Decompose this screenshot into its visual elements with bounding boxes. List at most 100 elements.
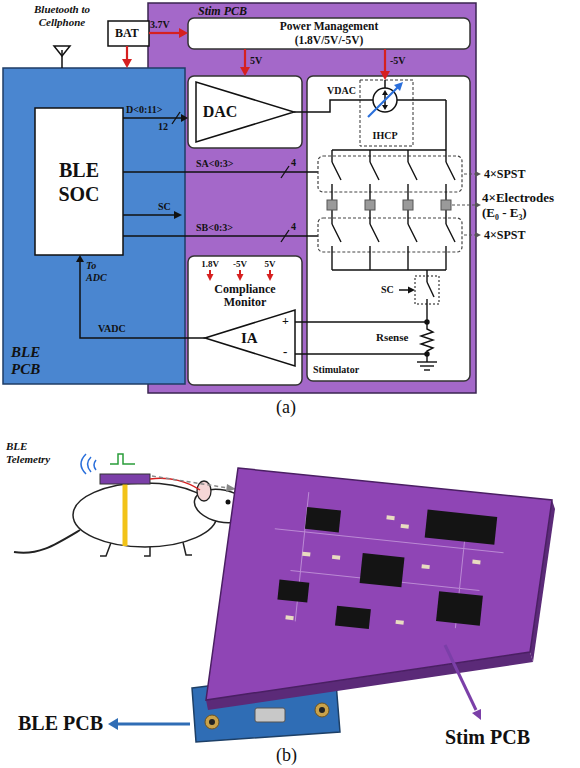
current-source-symbol <box>382 105 388 110</box>
rat-illustration <box>226 500 231 505</box>
supply-arrow <box>207 274 214 281</box>
text-label: 12 <box>158 121 168 133</box>
stim-pcb-board <box>265 489 507 642</box>
stim-pcb-board <box>332 555 340 560</box>
tuning-arrow <box>368 87 398 117</box>
spst-switch <box>332 162 341 180</box>
stim-pcb-board <box>285 615 293 620</box>
spst-switch <box>445 210 446 224</box>
spst-switch <box>332 150 455 270</box>
arrow-head <box>179 28 188 38</box>
spst-switch <box>331 150 332 162</box>
stim-pcb-board <box>360 553 405 587</box>
spinal-lead <box>123 484 128 546</box>
current-source-symbol <box>360 99 373 101</box>
connector-line <box>384 49 386 73</box>
spst-switch <box>369 150 370 162</box>
ble-pcb-board <box>205 715 219 729</box>
spst-switch <box>370 224 379 242</box>
antenna-symbol <box>54 46 70 68</box>
tuning-arrow <box>394 82 403 91</box>
power-arrow <box>122 46 132 68</box>
region-box <box>307 76 470 381</box>
process-box <box>188 76 302 148</box>
wireless-waves <box>81 454 86 474</box>
wireless-waves <box>94 460 96 470</box>
spst-switch <box>407 246 408 270</box>
node-label: Stim PCB <box>198 4 288 18</box>
arrow-head <box>122 59 132 68</box>
connector-line <box>126 46 128 61</box>
spst-switch <box>408 224 417 242</box>
connector-line <box>123 171 307 173</box>
dac-symbol <box>294 111 302 113</box>
switch-group-outline <box>318 156 462 252</box>
control-signal-wire <box>408 287 415 294</box>
process-box: DAC <box>188 76 302 148</box>
supply-arrow <box>267 274 274 281</box>
text-label: To ADC <box>86 260 114 284</box>
sense-circuit <box>295 353 427 354</box>
sense-circuit <box>421 326 433 362</box>
battery-box: BAT <box>108 21 149 46</box>
dac-symbol <box>196 82 302 142</box>
current-source-box <box>360 80 413 146</box>
stim-pcb-board <box>386 515 394 520</box>
node-label: IA <box>241 330 265 347</box>
amplifier-triangle <box>205 310 295 366</box>
spst-switch <box>446 224 455 242</box>
electrode-pad <box>441 200 451 210</box>
spst-switch <box>369 210 370 224</box>
leader-arrow <box>475 202 481 208</box>
electrode-pad <box>327 200 451 210</box>
sense-circuit <box>427 282 434 297</box>
wireless-waves <box>88 457 92 472</box>
pulse-waveform <box>110 454 135 464</box>
stim-pcb-board <box>302 552 310 557</box>
control-signal-wire <box>174 211 182 219</box>
telemetry-device <box>100 474 150 484</box>
current-source-symbol <box>445 100 447 150</box>
node-label: BLE PCB <box>11 344 61 378</box>
stim-pcb-board <box>265 489 507 642</box>
wireless-waves <box>81 454 96 474</box>
node-label: Compliance Monitor <box>192 283 298 309</box>
connector-line <box>149 32 181 34</box>
stim-pcb-board <box>277 579 309 602</box>
leader-arrow <box>475 171 481 177</box>
rat-illustration <box>14 530 80 553</box>
control-signal-wire <box>123 172 415 294</box>
signal-line <box>123 172 307 173</box>
spst-switch <box>332 224 341 242</box>
leader-arrow <box>108 645 481 730</box>
text-label: 1.8V <box>195 259 225 269</box>
power-arrow <box>240 49 250 76</box>
signal-label: SA<0:3> <box>196 158 234 170</box>
text-label: 4 <box>291 157 296 169</box>
stim-pcb-board <box>401 524 409 529</box>
node-label: BLE SOC <box>45 158 113 206</box>
text-label: 4×Electrodes (E₀ - E₃) <box>482 190 572 220</box>
ble-pcb-board <box>319 707 325 713</box>
spst-switch <box>407 150 408 162</box>
power-arrow <box>380 49 390 80</box>
spst-switch <box>407 184 408 200</box>
connector-line <box>123 235 307 237</box>
stim-pcb-board <box>421 564 429 569</box>
spst-switch <box>408 162 417 180</box>
spst-switch <box>331 184 332 200</box>
arrow-head <box>76 255 84 262</box>
signal-line <box>302 100 360 112</box>
signal-line <box>123 236 307 237</box>
text-label: BLE Telemetry <box>6 440 62 466</box>
node-label: DAC <box>198 103 242 121</box>
arrow-head <box>380 71 390 80</box>
stim-pcb-board <box>335 606 371 629</box>
electrode-pad <box>365 200 375 210</box>
text-label: Bluetooth to Cellphone <box>33 3 91 29</box>
leader-arrow <box>472 709 481 720</box>
stim-pcb-board <box>206 468 555 710</box>
chip-box <box>35 108 123 255</box>
